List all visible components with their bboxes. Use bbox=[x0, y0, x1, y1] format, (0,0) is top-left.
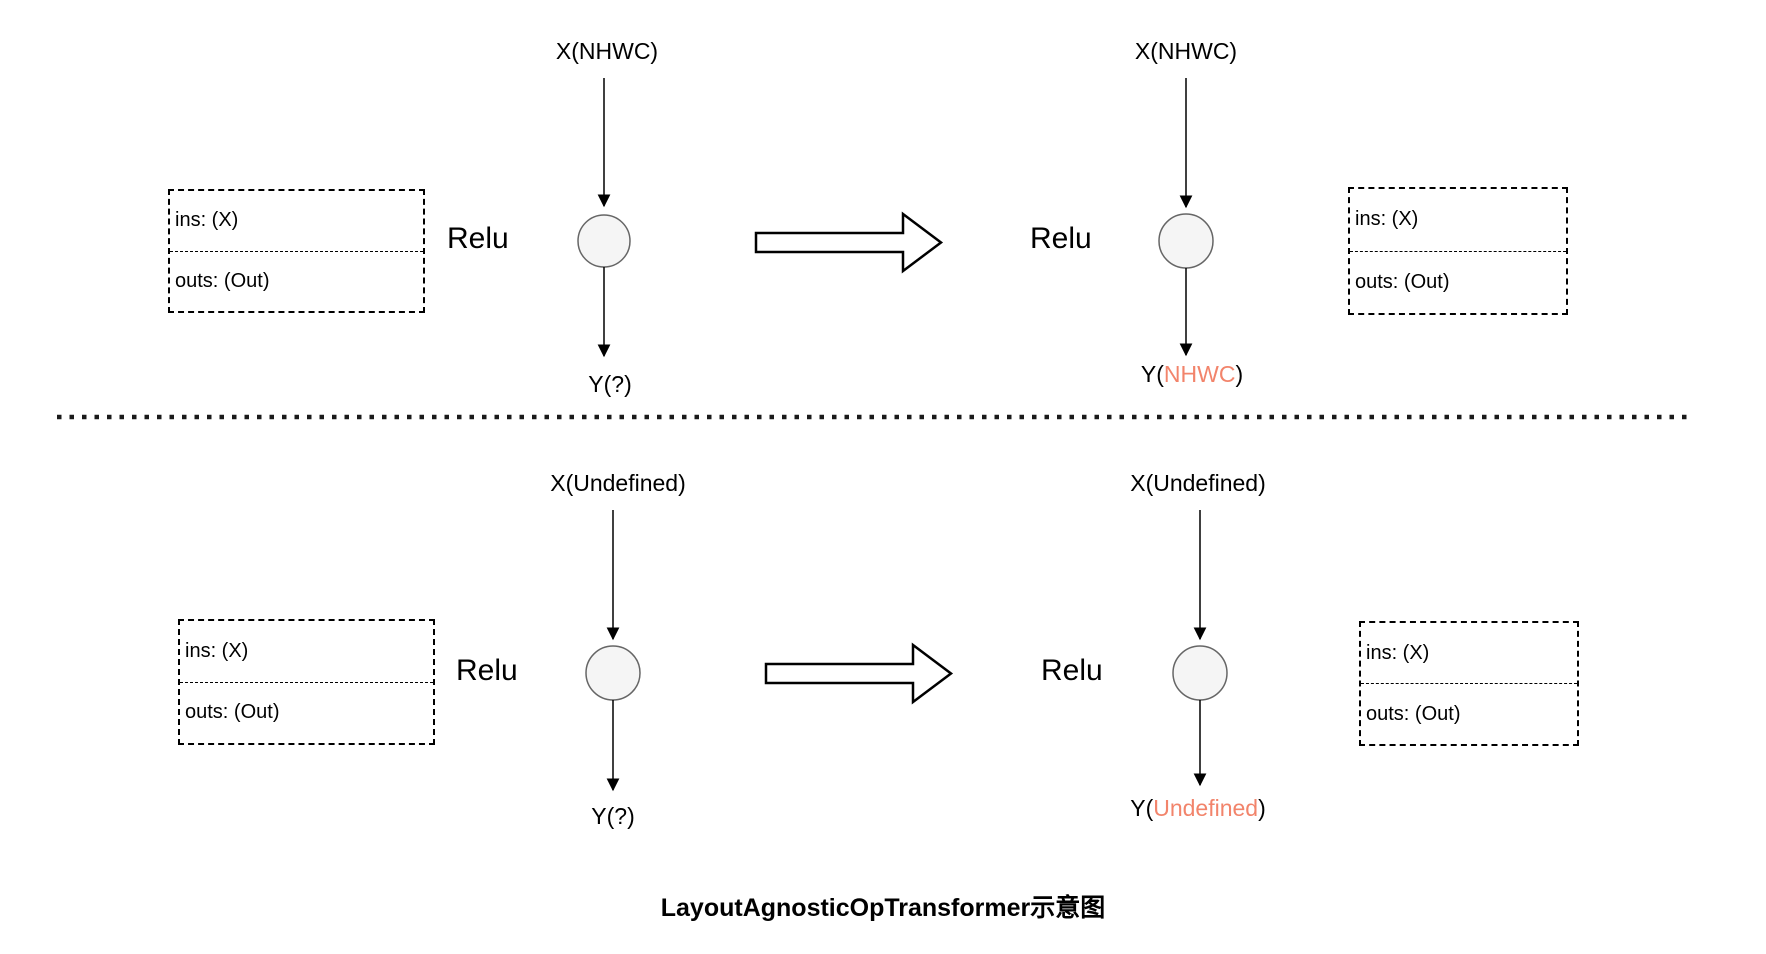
output-inferred-layout: NHWC bbox=[1163, 361, 1236, 387]
attr-outs-row: outs: (Out) bbox=[170, 250, 423, 312]
attr-ins-row: ins: (X) bbox=[1361, 623, 1577, 683]
attr-ins-row: ins: (X) bbox=[180, 621, 433, 682]
top-transform-arrow-icon bbox=[754, 211, 944, 274]
attr-outs-label: outs: (Out) bbox=[185, 701, 280, 724]
top-after-op-label: Relu bbox=[1030, 222, 1092, 255]
output-inferred-layout: Undefined bbox=[1153, 795, 1259, 821]
output-suffix: ) bbox=[1235, 361, 1244, 387]
bottom-before-op-node-circle bbox=[585, 645, 641, 701]
output-prefix: Y( bbox=[1130, 795, 1154, 821]
attr-outs-row: outs: (Out) bbox=[1350, 250, 1566, 314]
attr-outs-row: outs: (Out) bbox=[180, 681, 433, 744]
bottom-before-attr-box: ins: (X) outs: (Out) bbox=[178, 619, 435, 745]
top-after-input-label: X(NHWC) bbox=[1134, 38, 1238, 64]
bottom-after-attr-box: ins: (X) outs: (Out) bbox=[1359, 621, 1579, 746]
attr-outs-row: outs: (Out) bbox=[1361, 683, 1577, 744]
attr-ins-label: ins: (X) bbox=[185, 639, 249, 662]
output-prefix: Y( bbox=[1140, 361, 1164, 387]
bottom-transform-arrow-icon bbox=[764, 642, 954, 705]
attr-ins-label: ins: (X) bbox=[175, 209, 239, 232]
bottom-after-op-label: Relu bbox=[1041, 654, 1103, 687]
bottom-before-op-label: Relu bbox=[456, 654, 518, 687]
top-before-attr-box: ins: (X) outs: (Out) bbox=[168, 189, 425, 313]
output-suffix: ) bbox=[1258, 795, 1266, 821]
bottom-before-output-label: Y(?) bbox=[591, 803, 635, 829]
diagram-title: LayoutAgnosticOpTransformer示意图 bbox=[660, 894, 1106, 922]
top-before-op-node-circle bbox=[577, 214, 631, 268]
attr-outs-label: outs: (Out) bbox=[175, 269, 270, 292]
bottom-after-output-label: Y(Undefined) bbox=[1130, 795, 1266, 822]
attr-outs-label: outs: (Out) bbox=[1355, 270, 1450, 293]
attr-ins-row: ins: (X) bbox=[170, 191, 423, 251]
attr-ins-row: ins: (X) bbox=[1350, 189, 1566, 251]
top-after-output-label: Y(NHWC) bbox=[1141, 361, 1243, 388]
attr-outs-label: outs: (Out) bbox=[1366, 702, 1461, 725]
top-before-op-label: Relu bbox=[447, 222, 509, 255]
attr-ins-label: ins: (X) bbox=[1366, 641, 1430, 664]
top-before-input-label: X(NHWC) bbox=[555, 38, 659, 64]
top-before-output-label: Y(?) bbox=[588, 371, 632, 397]
top-after-op-node-circle bbox=[1158, 213, 1214, 269]
bottom-before-input-label: X(Undefined) bbox=[550, 470, 686, 496]
bottom-after-op-node-circle bbox=[1172, 645, 1228, 701]
bottom-after-input-label: X(Undefined) bbox=[1130, 470, 1266, 496]
top-after-attr-box: ins: (X) outs: (Out) bbox=[1348, 187, 1568, 315]
attr-ins-label: ins: (X) bbox=[1355, 208, 1419, 231]
